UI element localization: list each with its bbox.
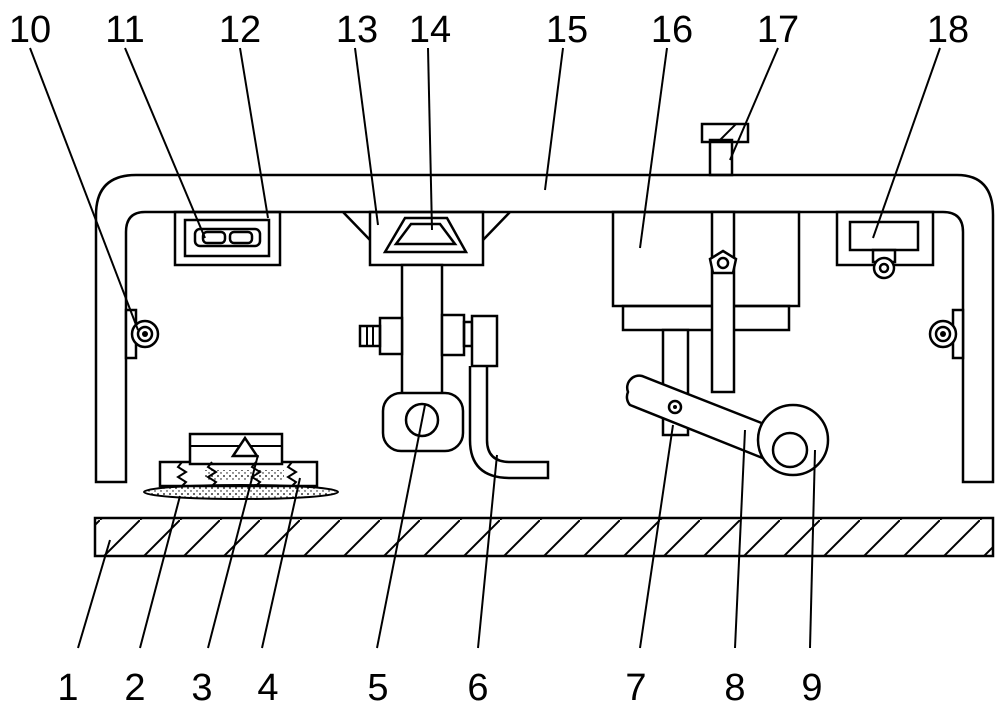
spring-clamp <box>143 432 339 500</box>
leader-lines <box>29 47 941 649</box>
label-7: 7 <box>625 667 646 709</box>
label-12: 12 <box>219 9 261 51</box>
crank-arm <box>625 374 830 477</box>
label-8: 8 <box>724 667 745 709</box>
label-10: 10 <box>9 9 51 51</box>
label-16: 16 <box>651 9 693 51</box>
label-18: 18 <box>927 9 969 51</box>
label-11: 11 <box>105 9 144 51</box>
label-9: 9 <box>801 667 822 709</box>
hook-pipe <box>468 314 550 480</box>
label-1: 1 <box>57 667 78 709</box>
label-3: 3 <box>191 667 212 709</box>
label-14: 14 <box>409 9 451 51</box>
top-mount <box>342 210 511 453</box>
label-15: 15 <box>546 9 588 51</box>
label-5: 5 <box>367 667 388 709</box>
label-2: 2 <box>124 667 145 709</box>
label-13: 13 <box>336 9 378 51</box>
top-labels: 10 11 12 13 14 15 16 17 18 <box>9 9 969 51</box>
base-plate <box>93 516 995 558</box>
label-17: 17 <box>757 9 799 51</box>
control-box <box>173 210 282 267</box>
left-side-roller <box>124 308 160 360</box>
label-6: 6 <box>467 667 488 709</box>
bottom-labels: 1 2 3 4 5 6 7 8 9 <box>57 667 822 709</box>
label-4: 4 <box>257 667 278 709</box>
sensor-box <box>835 210 935 280</box>
frame <box>94 173 995 484</box>
right-side-roller <box>928 308 965 360</box>
